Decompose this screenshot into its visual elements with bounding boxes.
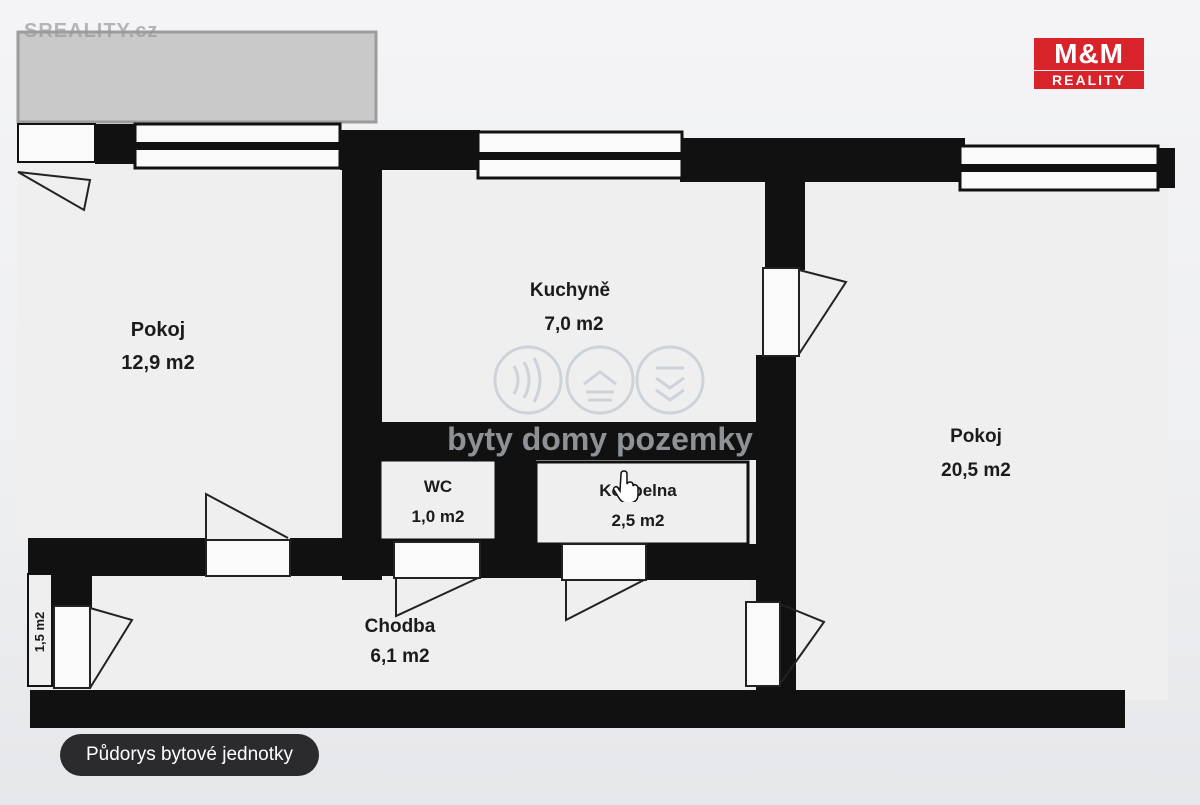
pokoj-right-name: Pokoj (950, 426, 1002, 447)
side-room-area: 1,5 m2 (32, 612, 47, 652)
pokoj-left-area: 12,9 m2 (121, 352, 194, 374)
pokoj-right-area: 20,5 m2 (941, 460, 1011, 481)
logo-top-text: M&M (1034, 38, 1144, 70)
wc-name: WC (424, 477, 452, 496)
room-floor-wc (378, 458, 498, 542)
room-floor-pokoj-left (18, 160, 348, 540)
koupelna-area: 2,5 m2 (612, 511, 665, 530)
windows (17, 122, 1160, 192)
doors (17, 171, 848, 689)
kuchyne-area: 7,0 m2 (544, 314, 603, 335)
source-watermark: SREALITY.cz (24, 20, 159, 42)
balcony-block (16, 30, 378, 124)
image-caption-pill: Půdorys bytové jednotky (60, 734, 320, 776)
hand-pointer-icon (612, 470, 639, 502)
pokoj-left-name: Pokoj (131, 319, 185, 341)
logo-bottom-text: REALITY (1034, 71, 1144, 89)
chodba-area: 6,1 m2 (370, 646, 429, 667)
kuchyne-name: Kuchyně (530, 280, 610, 301)
watermark-logo (493, 345, 705, 415)
room-floor-chodba (90, 576, 750, 690)
mm-reality-logo: M&M REALITY (1034, 38, 1144, 90)
room-floor-pokoj-right (796, 180, 1168, 700)
wc-area: 1,0 m2 (412, 507, 465, 526)
room-floor-side (27, 573, 53, 687)
chodba-name: Chodba (365, 616, 436, 637)
room-floor-koupelna (534, 460, 750, 546)
watermark-center-text: byty domy pozemky (447, 421, 753, 457)
